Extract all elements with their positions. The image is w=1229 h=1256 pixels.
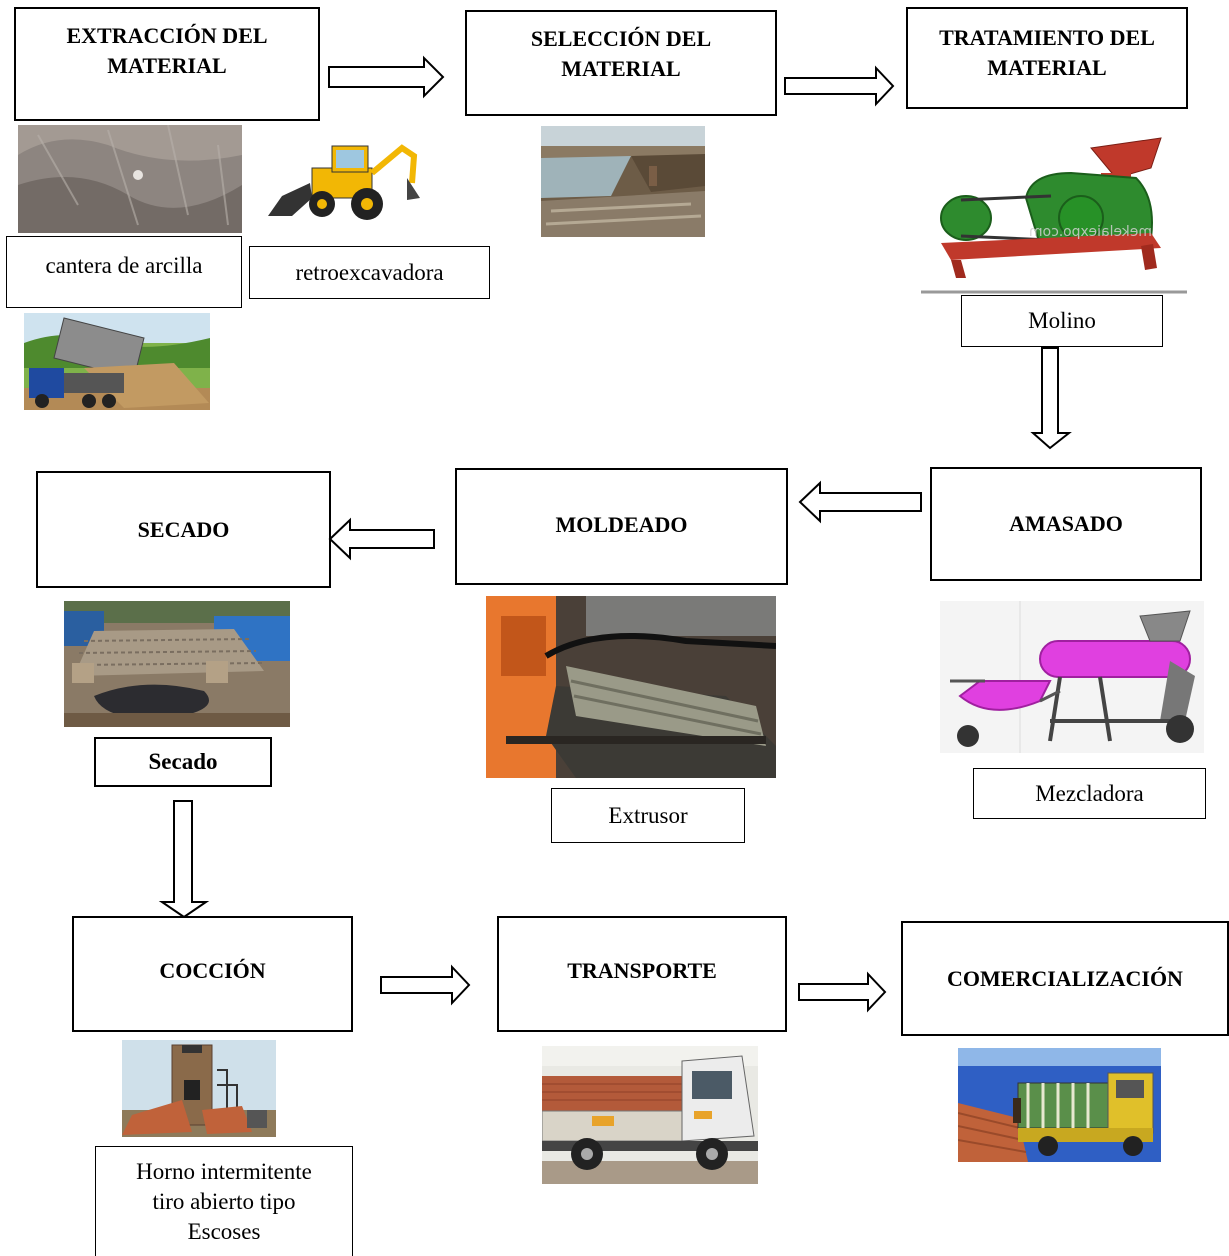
stage-tratamiento-label: TRATAMIENTO DEL MATERIAL (939, 25, 1155, 80)
label-mezcladora: Mezcladora (973, 768, 1206, 819)
stage-coccion: COCCIÓN (72, 916, 353, 1032)
arrow-amasado-to-moldeado (798, 480, 923, 524)
label-secado-text: Secado (148, 749, 218, 775)
stage-coccion-label: COCCIÓN (159, 958, 266, 984)
molino-photo: mekelaiexpo.com (921, 118, 1187, 294)
label-cantera-text: cantera de arcilla (45, 253, 203, 278)
secado-photo (64, 601, 290, 727)
stage-moldeado-label: MOLDEADO (555, 512, 688, 537)
label-retroexcavadora-text: retroexcavadora (295, 259, 444, 285)
horno-photo (122, 1040, 276, 1137)
arrow-coccion-to-transporte (380, 964, 471, 1006)
label-horno-text: Horno intermitente tiro abierto tipo Esc… (136, 1159, 312, 1244)
volquete-photo (24, 313, 210, 410)
mezcladora-photo (940, 601, 1204, 753)
stage-secado: SECADO (36, 471, 331, 588)
extrusor-photo (486, 596, 776, 778)
stage-seleccion-label: SELECCIÓN DEL MATERIAL (530, 26, 712, 81)
stage-seleccion: SELECCIÓN DEL MATERIAL (465, 10, 777, 116)
stage-transporte-label: TRANSPORTE (567, 958, 717, 984)
seleccion-photo (541, 126, 705, 237)
arrow-seleccion-to-tratamiento (784, 65, 895, 107)
arrow-extraccion-to-seleccion (328, 55, 445, 99)
stage-extraccion: EXTRACCIÓN DEL MATERIAL (14, 7, 320, 121)
stage-transporte: TRANSPORTE (497, 916, 787, 1032)
cantera-photo (18, 125, 242, 233)
stage-extraccion-label: EXTRACCIÓN DEL MATERIAL (66, 23, 268, 78)
label-mezcladora-text: Mezcladora (1035, 780, 1144, 806)
camion-photo (542, 1046, 758, 1184)
comercializacion-photo (958, 1048, 1161, 1162)
stage-amasado-label: AMASADO (1009, 511, 1123, 537)
label-cantera: cantera de arcilla (6, 236, 242, 308)
label-retroexcavadora: retroexcavadora (249, 246, 490, 299)
arrow-secado-to-coccion (158, 800, 210, 919)
label-molino-text: Molino (1028, 308, 1096, 334)
label-secado: Secado (94, 737, 272, 787)
label-extrusor: Extrusor (551, 788, 745, 843)
molino-watermark: mekelaiexpo.com (1029, 224, 1152, 240)
arrow-tratamiento-to-amasado (1030, 347, 1072, 450)
label-molino: Molino (961, 295, 1163, 347)
stage-moldeado: MOLDEADO (455, 468, 788, 585)
stage-comercializacion-label: COMERCIALIZACIÓN (947, 965, 1183, 991)
stage-tratamiento: TRATAMIENTO DEL MATERIAL (906, 7, 1188, 109)
stage-amasado: AMASADO (930, 467, 1202, 581)
label-horno: Horno intermitente tiro abierto tipo Esc… (95, 1146, 353, 1256)
stage-comercializacion: COMERCIALIZACIÓN (901, 921, 1229, 1036)
arrow-moldeado-to-secado (328, 517, 435, 561)
stage-secado-label: SECADO (137, 516, 230, 542)
arrow-transporte-to-comercializacion (798, 971, 887, 1013)
retroexcavadora-photo (262, 138, 422, 224)
label-extrusor-text: Extrusor (608, 802, 688, 828)
